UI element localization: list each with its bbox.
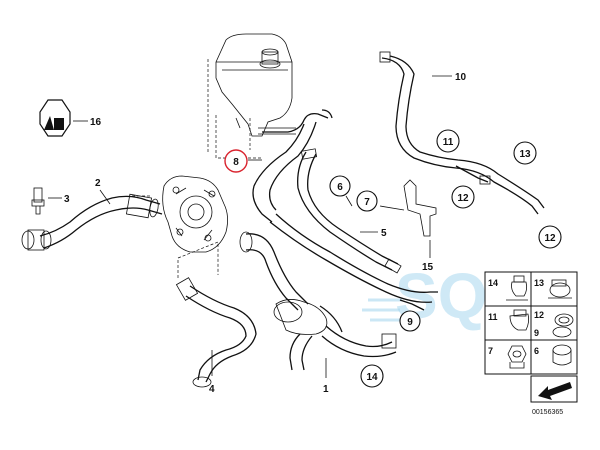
callout-15: 15 bbox=[422, 262, 434, 273]
sensor-3 bbox=[31, 187, 45, 215]
legend-cell-12: 12 bbox=[534, 310, 574, 327]
callout-12-b: 12 bbox=[538, 225, 562, 249]
leader-lines bbox=[48, 75, 452, 378]
callout-15-label: 15 bbox=[422, 262, 434, 273]
callout-14-label: 14 bbox=[366, 372, 378, 383]
legend-cell-13: 13 bbox=[534, 278, 572, 299]
callout-9-label: 9 bbox=[407, 317, 413, 328]
callout-11: 11 bbox=[436, 129, 460, 153]
legend-cell-6: 6 bbox=[534, 344, 572, 366]
hose-10-assembly bbox=[379, 51, 545, 215]
bracket-15 bbox=[403, 179, 437, 237]
hose-8 bbox=[252, 109, 333, 223]
callout-3-label: 3 bbox=[64, 194, 70, 205]
callout-10-label: 10 bbox=[455, 72, 467, 83]
callout-5-label: 5 bbox=[381, 228, 387, 239]
callout-13: 13 bbox=[513, 141, 537, 165]
legend-cell-13-label: 13 bbox=[534, 278, 544, 288]
callout-16-label: 16 bbox=[90, 117, 102, 128]
callout-2: 2 bbox=[95, 178, 101, 189]
legend-cell-11-label: 11 bbox=[488, 312, 498, 322]
callout-1-label: 1 bbox=[323, 384, 329, 395]
legend-cell-11: 11 bbox=[488, 309, 530, 331]
callout-7: 7 bbox=[356, 190, 378, 212]
callout-12-a-label: 12 bbox=[457, 193, 469, 204]
callout-3: 3 bbox=[64, 194, 70, 205]
callout-6-label: 6 bbox=[337, 182, 343, 193]
callout-9: 9 bbox=[399, 310, 421, 332]
legend-cell-6-label: 6 bbox=[534, 346, 539, 356]
callout-12-a: 12 bbox=[451, 185, 475, 209]
callout-1: 1 bbox=[323, 384, 329, 395]
callout-6: 6 bbox=[329, 175, 351, 197]
callout-10: 10 bbox=[455, 72, 467, 83]
legend-cell-9-label: 9 bbox=[534, 328, 539, 338]
legend-cell-14: 14 bbox=[488, 275, 528, 301]
callout-2-label: 2 bbox=[95, 178, 101, 189]
water-pump bbox=[162, 175, 228, 253]
callout-5: 5 bbox=[381, 228, 387, 239]
hose-6 bbox=[297, 148, 402, 274]
small-parts-legend: 14 13 11 12 9 7 bbox=[484, 271, 578, 403]
callout-4-label: 4 bbox=[209, 384, 215, 395]
callout-11-label: 11 bbox=[443, 137, 454, 148]
legend-cell-7-label: 7 bbox=[488, 346, 493, 356]
legend-cell-9: 9 bbox=[534, 326, 572, 338]
hose-9-segment bbox=[399, 299, 425, 311]
callout-16: 16 bbox=[90, 117, 102, 128]
pump-dash-outline bbox=[177, 241, 219, 278]
legend-cell-14-label: 14 bbox=[488, 278, 498, 288]
expansion-tank bbox=[215, 33, 296, 137]
callout-8-label: 8 bbox=[233, 157, 239, 168]
callout-7-label: 7 bbox=[364, 197, 370, 208]
hose-4 bbox=[175, 277, 257, 388]
warning-label-16 bbox=[39, 99, 71, 137]
callout-4: 4 bbox=[209, 384, 215, 395]
diagram-id: 00156365 bbox=[532, 409, 563, 416]
direction-arrow-icon bbox=[538, 382, 572, 400]
hose-1 bbox=[239, 231, 397, 371]
tank-dash-outline bbox=[215, 115, 262, 159]
hose-2 bbox=[21, 193, 163, 251]
legend-cell-7: 7 bbox=[488, 345, 527, 369]
legend-cell-12-label: 12 bbox=[534, 310, 544, 320]
callout-14: 14 bbox=[360, 364, 384, 388]
hose-5 bbox=[269, 213, 438, 303]
callout-12-b-label: 12 bbox=[544, 233, 556, 244]
callout-8: 8 bbox=[224, 149, 248, 173]
callout-13-label: 13 bbox=[519, 149, 531, 160]
